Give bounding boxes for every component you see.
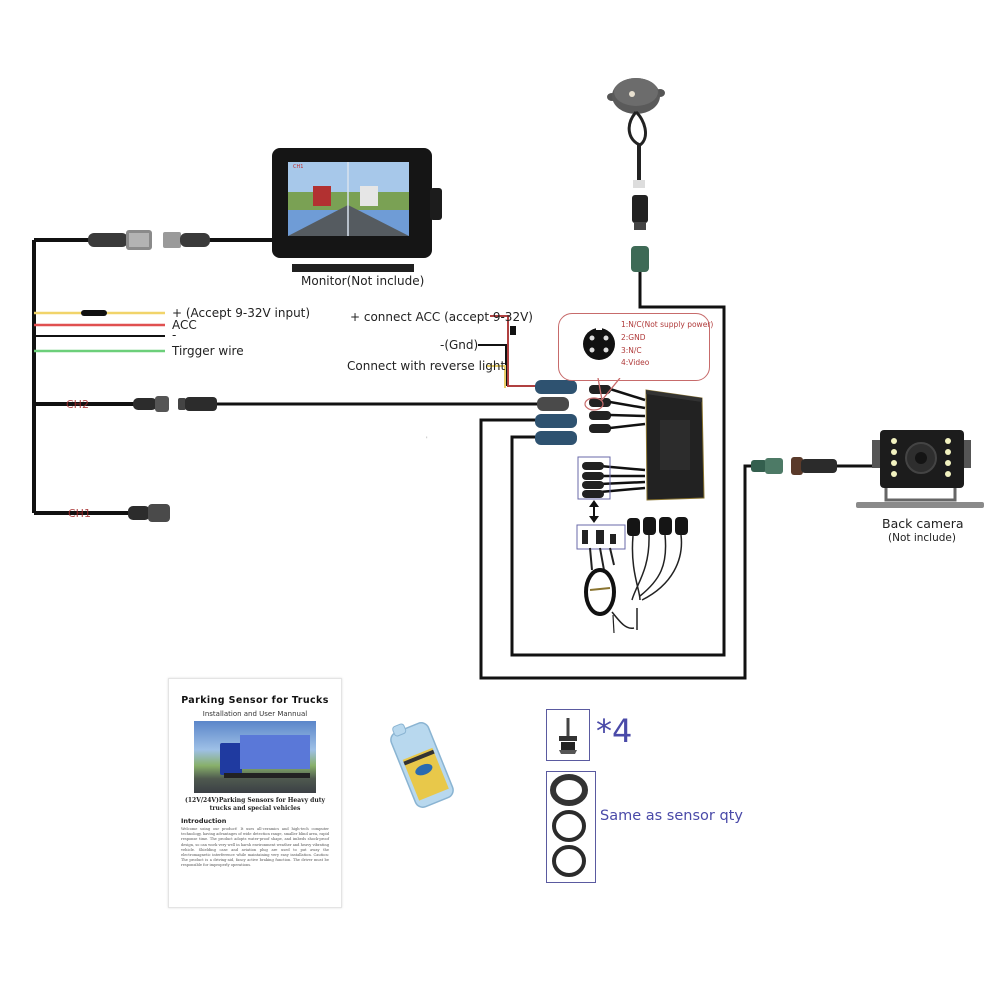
manual-product-line: (12V/24V)Parking Sensors for Heavy duty …	[185, 797, 325, 812]
hole-saw-qty: *4	[596, 712, 633, 750]
buzzer-wire	[510, 272, 726, 657]
fuse-holder-2	[510, 326, 516, 335]
sensor-plug-box	[577, 456, 611, 500]
sensor-plugs	[582, 462, 646, 498]
hole-saw-case	[390, 722, 454, 808]
box-wire-label-reverse: Connect with reverse light	[347, 359, 506, 373]
pin-3: 3:N/C	[621, 346, 642, 355]
power-wire-label-ground: -	[172, 328, 177, 342]
sensors	[582, 517, 688, 634]
camera-wire	[479, 418, 757, 680]
back-camera-sublabel: (Not include)	[888, 532, 956, 544]
monitor-label: Monitor(Not include)	[301, 274, 425, 288]
pinout-callout: 1:N/C(Not supply power) 2:GND 3:N/C 4:Vi…	[558, 313, 714, 381]
ch2-connector	[133, 396, 217, 412]
monitor-screen-tag: CH1	[293, 164, 304, 170]
back-camera	[856, 430, 984, 508]
ch1-connector	[128, 504, 170, 522]
callout-pointer	[597, 378, 621, 401]
back-camera-label: Back camera	[882, 516, 964, 531]
extension-plugs	[535, 380, 577, 445]
box-wire-label-gnd: -(Gnd)	[440, 338, 479, 352]
stray-mark: '	[426, 436, 428, 443]
sensor-rings-icon	[550, 774, 588, 877]
manual-subtitle: Installation and User Mannual	[202, 710, 308, 718]
acc-wire	[490, 315, 540, 387]
camera-connector	[751, 457, 837, 475]
sensor-rings-box	[546, 771, 596, 883]
channel-label-ch2: CH2	[66, 398, 89, 411]
monitor-connector-female	[88, 230, 152, 250]
fuse-holder	[81, 310, 107, 316]
buzzer	[607, 78, 665, 188]
monitor-connector-male	[163, 232, 210, 248]
connect-arrow-icon	[589, 500, 599, 523]
manual-truck-image	[194, 721, 316, 793]
hole-saw-icon	[559, 718, 577, 754]
user-manual: Parking Sensor for Trucks Installation a…	[168, 678, 342, 908]
manual-title: Parking Sensor for Trucks	[181, 695, 329, 706]
reverse-wire	[486, 365, 506, 388]
power-wire-label-acc: ACC	[172, 318, 197, 332]
channel-label-ch1: CH1	[68, 507, 91, 520]
box-wire-label-acc: + connect ACC (accept 9-32V)	[350, 310, 533, 324]
control-box	[645, 389, 705, 501]
buzzer-connector	[631, 195, 649, 272]
box-input-plugs	[584, 385, 646, 433]
manual-intro-heading: Introduction	[181, 817, 227, 825]
power-wire-label-positive: + (Accept 9-32V input)	[172, 306, 311, 320]
power-wire-label-trigger: Tirgger wire	[172, 344, 244, 358]
pin-4: 4:Video	[621, 358, 650, 367]
hole-saw-box	[546, 709, 590, 761]
connector-pinout-icon	[583, 326, 615, 360]
sensor-rings-note: Same as sensor qty	[600, 808, 743, 824]
monitor	[272, 148, 442, 272]
pin-1: 1:N/C(Not supply power)	[621, 320, 714, 329]
manual-intro-body: Welcome using our product! It uses all-c…	[181, 827, 329, 868]
pin-2: 2:GND	[621, 333, 646, 342]
